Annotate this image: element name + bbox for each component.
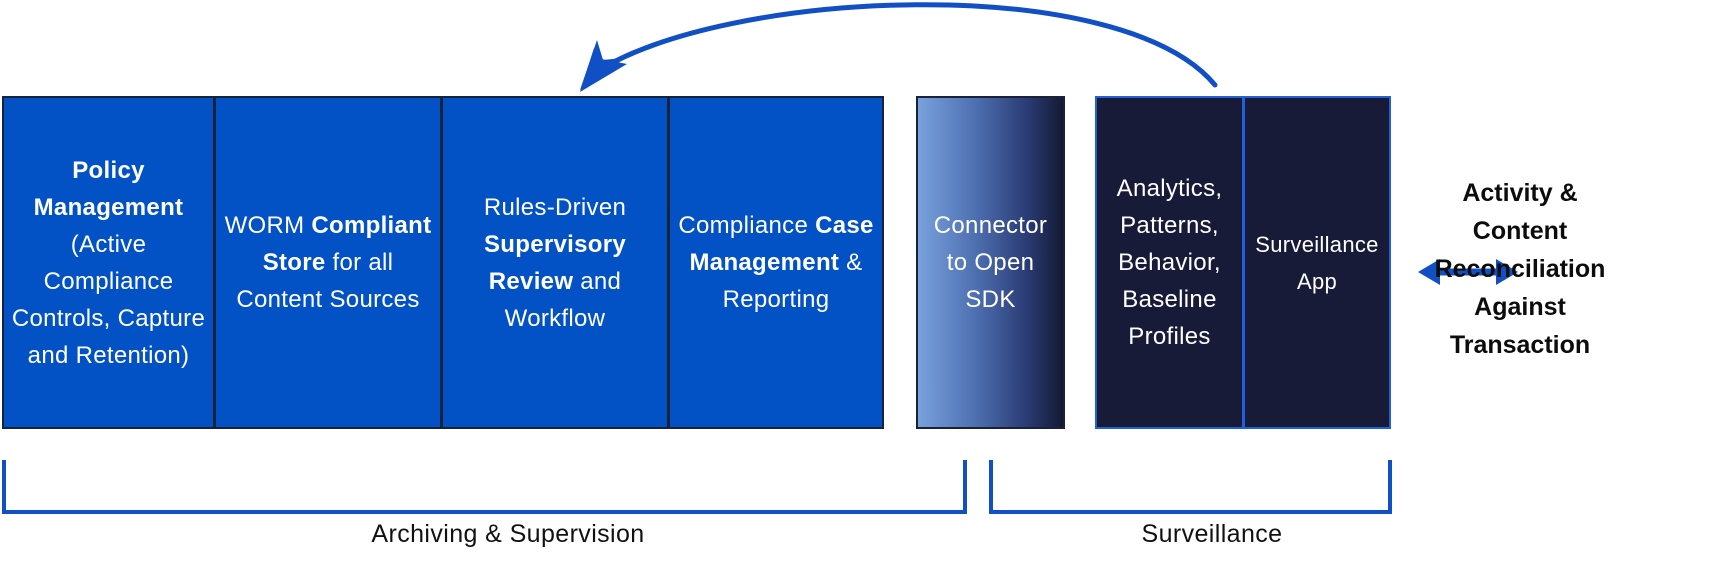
analytics-box: Analytics, Patterns, Behavior, Baseline … — [1095, 96, 1244, 429]
box-text: Surveillance App — [1255, 231, 1379, 294]
box-text: WORM — [224, 212, 305, 239]
supervisory-review-box: Rules-Driven Supervisory Review and Work… — [441, 96, 669, 429]
box-bold-text: Compliant Store — [262, 212, 432, 276]
surveillance-bracket — [989, 460, 1392, 514]
box-text: Connector to Open SDK — [933, 212, 1048, 313]
box-text: & Reporting — [722, 249, 863, 313]
case-management-box: Compliance Case Management & Reporting — [668, 96, 884, 429]
box-text: Rules-Driven — [483, 193, 627, 221]
box-bold-text: Case Management — [689, 212, 874, 276]
box-text: for all Content Sources — [236, 249, 420, 313]
reconciliation-label: Activity & Content Reconciliation Agains… — [1410, 174, 1630, 364]
box-text: Compliance — [678, 212, 809, 239]
archiving-bracket — [2, 460, 967, 514]
box-text: Analytics, Patterns, Behavior, Baseline … — [1116, 175, 1223, 350]
surveillance-app-box: Surveillance App — [1243, 96, 1391, 429]
curved-arrow-icon — [580, 2, 1218, 92]
worm-store-box: WORM Compliant Store for all Content Sou… — [214, 96, 442, 429]
box-bold-text: Supervisory Review — [483, 230, 627, 295]
connector-sdk-box: Connector to Open SDK — [916, 96, 1065, 429]
box-bold-text: Policy Management — [33, 156, 184, 221]
reconciliation-text: Activity & Content Reconciliation Agains… — [1434, 179, 1606, 359]
box-text: (Active Compliance Controls, Capture and… — [11, 230, 206, 369]
box-text: and Workflow — [504, 267, 622, 332]
double-arrow-icon — [1418, 259, 1518, 285]
archiving-supervision-label: Archiving & Supervision — [371, 520, 645, 548]
surveillance-label: Surveillance — [1141, 520, 1283, 548]
policy-management-box: Policy Management (Active Compliance Con… — [2, 96, 215, 429]
